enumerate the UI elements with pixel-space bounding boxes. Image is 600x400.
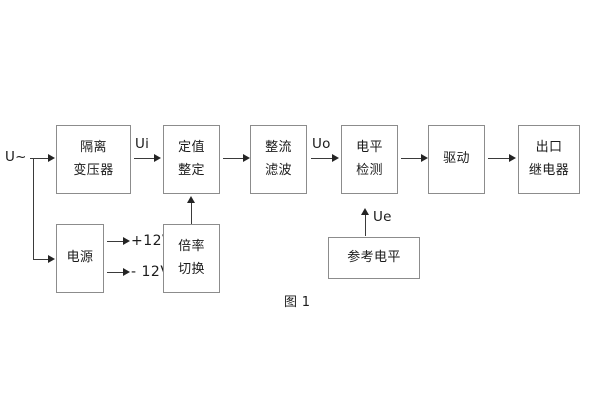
block-level-detect-line-1: 电平 <box>356 139 383 155</box>
rail-negative-label: - 12V <box>131 264 171 280</box>
block-level-detect[interactable]: 电平 检测 <box>341 125 398 194</box>
rectify-to-level-detect-arrow-icon <box>332 154 339 162</box>
branch-to-transformer-line <box>33 158 49 159</box>
block-reference-level-line-1: 参考电平 <box>347 249 401 265</box>
multiplier-to-setpoint-line <box>191 202 192 224</box>
branch-to-transformer-arrow-icon <box>48 154 55 162</box>
rail-negative-line <box>107 272 124 273</box>
rail-positive-arrow-icon <box>123 237 130 245</box>
rectify-to-level-detect-line <box>311 158 333 159</box>
block-power-supply-line-1: 电源 <box>66 250 94 266</box>
reference-to-level-detect-line <box>365 214 366 236</box>
block-isolation-transformer-line-2: 变压器 <box>73 162 114 178</box>
rail-negative-arrow-icon <box>123 268 130 276</box>
block-rectify-filter[interactable]: 整流 滤波 <box>250 125 307 194</box>
block-level-detect-line-2: 检测 <box>356 162 383 178</box>
block-rectify-filter-line-2: 滤波 <box>265 162 292 178</box>
block-output-relay[interactable]: 出口 继电器 <box>518 125 580 194</box>
block-multiplier-switch[interactable]: 倍率 切换 <box>163 224 220 293</box>
branch-to-power-supply-arrow-icon <box>48 255 55 263</box>
signal-label-uo: Uo <box>312 136 331 152</box>
block-reference-level[interactable]: 参考电平 <box>328 237 420 279</box>
signal-label-ui: Ui <box>135 136 150 152</box>
input-source-label: U~ <box>5 149 27 165</box>
figure-caption: 图 1 <box>284 295 311 310</box>
block-setpoint-adjust-line-2: 整定 <box>178 162 205 178</box>
block-setpoint-adjust[interactable]: 定值 整定 <box>163 125 220 194</box>
setpoint-to-rectify-arrow-icon <box>243 154 250 162</box>
block-power-supply[interactable]: 电源 <box>56 224 104 293</box>
level-detect-to-drive-arrow-icon <box>421 154 428 162</box>
block-output-relay-line-2: 继电器 <box>528 162 570 178</box>
transformer-to-setpoint-arrow-icon <box>154 154 161 162</box>
block-multiplier-switch-line-2: 切换 <box>178 261 205 277</box>
multiplier-to-setpoint-arrow-icon <box>187 196 195 203</box>
reference-to-level-detect-arrow-icon <box>361 208 369 215</box>
setpoint-to-rectify-line <box>223 158 244 159</box>
block-setpoint-adjust-line-1: 定值 <box>178 139 205 155</box>
block-rectify-filter-line-1: 整流 <box>265 139 292 155</box>
block-isolation-transformer-line-1: 隔离 <box>80 139 107 155</box>
drive-to-output-relay-arrow-icon <box>509 154 516 162</box>
signal-label-ue: Ue <box>373 209 392 225</box>
drive-to-output-relay-line <box>488 158 510 159</box>
input-branch-vertical-line <box>33 158 34 259</box>
rail-positive-line <box>107 241 124 242</box>
block-output-relay-line-1: 出口 <box>535 139 563 155</box>
block-isolation-transformer[interactable]: 隔离 变压器 <box>56 125 131 194</box>
rail-positive-label: +12V <box>131 233 173 249</box>
block-multiplier-switch-line-1: 倍率 <box>178 238 205 254</box>
branch-to-power-supply-line <box>33 259 49 260</box>
level-detect-to-drive-line <box>401 158 422 159</box>
block-drive[interactable]: 驱动 <box>428 125 485 194</box>
transformer-to-setpoint-line <box>134 158 155 159</box>
block-drive-line-1: 驱动 <box>443 151 470 167</box>
